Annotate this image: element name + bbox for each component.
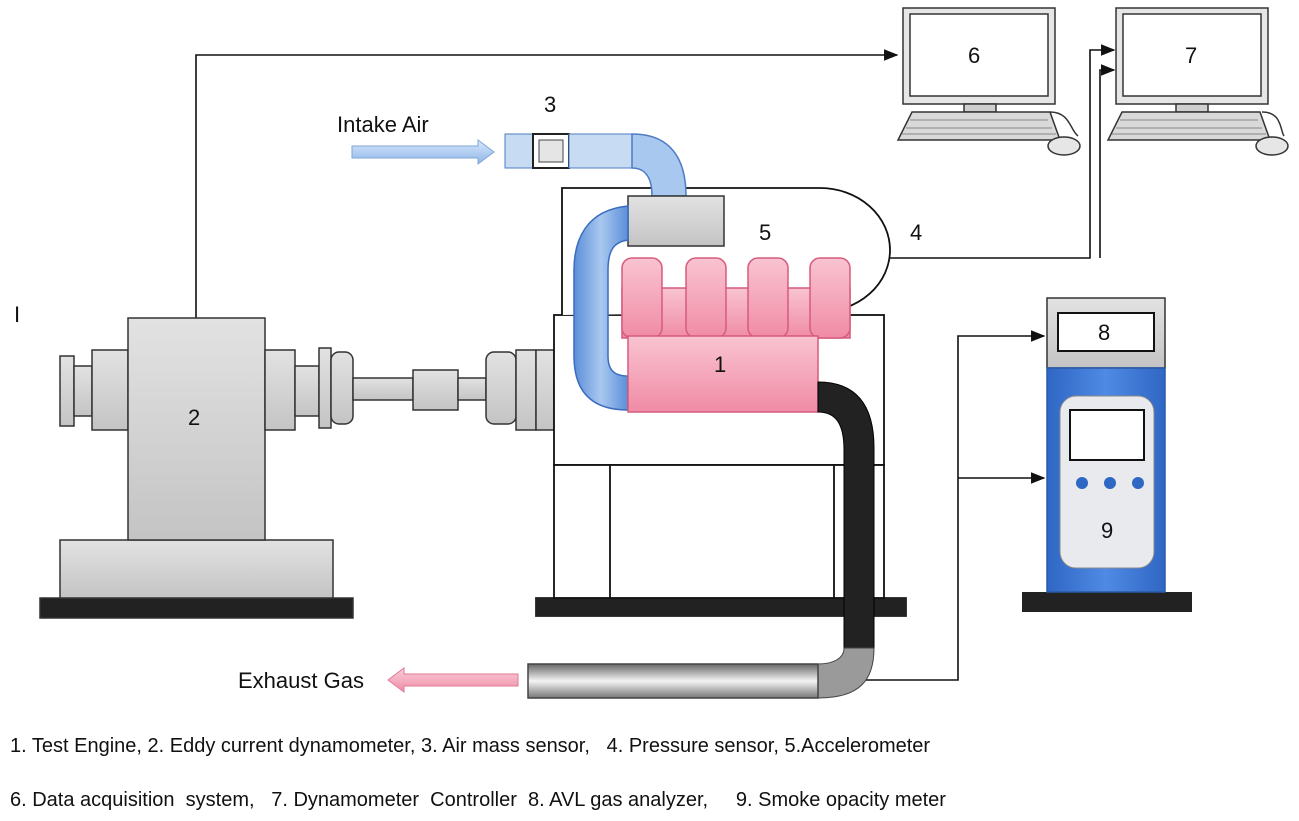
- exhaust-arrow: [387, 667, 519, 693]
- smoke-meter-button-3: [1132, 477, 1144, 489]
- bed-frame: [553, 464, 885, 599]
- dyno-left-housing: [91, 349, 129, 431]
- dyno-pedestal: [59, 539, 334, 599]
- dyno-base-plate: [39, 597, 354, 619]
- daq-computer-number: 6: [968, 43, 980, 68]
- dyno-to-daq-line: [195, 49, 899, 318]
- monitor-stand-2: [1175, 103, 1209, 113]
- mouse-cable: [1049, 111, 1079, 137]
- cylinder-3: [747, 257, 789, 339]
- analyzer-cabinet: [1022, 297, 1192, 612]
- monitor-screen-2: [1122, 13, 1262, 97]
- exhaust-down-pipe: [817, 381, 875, 649]
- caption-line-2: 6. Data acquisition system, 7. Dynamomet…: [10, 789, 946, 811]
- cylinder-4: [809, 257, 851, 339]
- engine-number: 1: [714, 352, 726, 377]
- dyno-controller-number: 7: [1185, 43, 1197, 68]
- intake-path: [351, 133, 725, 411]
- caption-line-1: 1. Test Engine, 2. Eddy current dynamome…: [10, 735, 930, 757]
- intercooler-block: [627, 195, 725, 247]
- mouse-icon-2: [1255, 136, 1289, 156]
- intake-air-label: Intake Air: [337, 112, 429, 137]
- gas-analyzer-number: 8: [1098, 320, 1110, 345]
- accelerometer-number: 5: [759, 220, 771, 245]
- cylinder-1: [621, 257, 663, 339]
- smoke-meter-number: 9: [1101, 518, 1113, 543]
- drive-shaft: [318, 347, 555, 431]
- exhaust-elbow: [817, 647, 875, 699]
- shaft-middle-block: [412, 369, 459, 411]
- dyno-left-hub: [73, 365, 93, 417]
- dyno-right-hub: [294, 365, 320, 417]
- eddy-current-dynamometer: [39, 317, 354, 619]
- intake-arrow: [351, 139, 495, 165]
- dyno-body: [127, 317, 266, 541]
- corner-mark: I: [14, 302, 20, 327]
- intake-duct-mid: [568, 133, 633, 169]
- smoke-meter-button-2: [1104, 477, 1116, 489]
- dynamometer-number: 2: [188, 405, 200, 430]
- cylinder-2: [685, 257, 727, 339]
- gas-analyzer-display: [1057, 312, 1155, 352]
- monitor-screen: [909, 13, 1049, 97]
- sensor-to-controller-line-a: [880, 44, 1116, 259]
- sensor-to-controller-line-b: [1099, 64, 1116, 258]
- smoke-meter-button-1: [1076, 477, 1088, 489]
- intake-manifold-pipe: [573, 205, 629, 411]
- dyno-end-cap: [59, 355, 75, 427]
- coupling-right: [485, 351, 517, 425]
- mouse-icon: [1047, 136, 1081, 156]
- intake-duct-in: [504, 133, 536, 169]
- dyno-right-housing: [264, 349, 296, 431]
- cabinet-base-plate: [1022, 592, 1192, 612]
- exhaust-tail-pipe: [527, 663, 819, 699]
- smoke-meter-screen: [1069, 409, 1145, 461]
- coupling-left: [330, 351, 354, 425]
- keyboard-2: [1106, 111, 1272, 141]
- keyboard: [896, 111, 1062, 141]
- daq-computer: [896, 7, 1081, 156]
- engine-block: [627, 335, 819, 413]
- test-engine: [621, 257, 851, 413]
- monitor-stand: [963, 103, 997, 113]
- mouse-cable-2: [1261, 111, 1285, 137]
- air-mass-sensor-number: 3: [544, 92, 556, 117]
- dyno-controller-computer: [1106, 7, 1289, 156]
- exhaust-gas-label: Exhaust Gas: [238, 668, 364, 693]
- intake-elbow: [631, 133, 687, 197]
- pressure-sensor-number: 4: [910, 220, 922, 245]
- exhaust-path: [387, 381, 875, 699]
